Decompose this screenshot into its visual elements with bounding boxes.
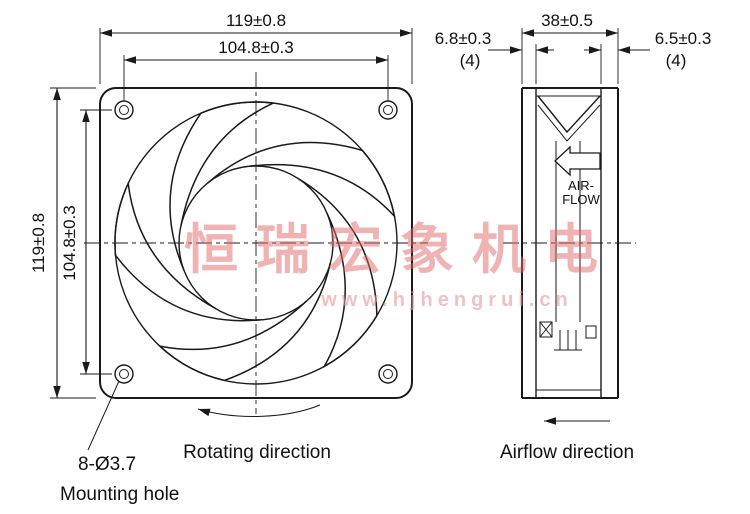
terminal-details	[539, 321, 597, 351]
mounting-hole-bottom-right	[378, 364, 398, 384]
side-dimensions: 38±0.5 6.8±0.3 (4) 6.5±0.3 (4)	[435, 11, 712, 84]
rotation-arrow	[197, 404, 321, 418]
airflow-direction-label: Airflow direction	[500, 442, 634, 463]
dim-flange-left: 6.8±0.3	[435, 29, 492, 48]
watermark-cn-text: 恒瑞宏象机电	[184, 220, 616, 280]
watermark-url-text: www.hjhengrui.cn	[320, 289, 572, 311]
qty-right: (4)	[666, 51, 687, 70]
blade-profile	[537, 95, 601, 134]
dim-height-outer: 119±0.8	[29, 213, 48, 273]
qty-left: (4)	[460, 51, 481, 70]
watermark: 恒瑞宏象机电 www.hjhengrui.cn	[184, 220, 616, 311]
fan-frame	[99, 87, 413, 399]
mounting-hole-leader	[87, 380, 120, 451]
mounting-hole-top-left	[114, 100, 134, 120]
dim-width-outer: 119±0.8	[226, 11, 286, 30]
front-dimensions: 119±0.8 104.8±0.3 119±0.8 104.8±0.3	[29, 11, 413, 399]
dim-width-inner: 104.8±0.3	[218, 38, 294, 57]
dim-flange-right: 6.5±0.3	[655, 29, 712, 48]
rotating-direction-label: Rotating direction	[183, 442, 331, 463]
dim-depth: 38±0.5	[541, 11, 593, 30]
impeller-blades	[114, 101, 396, 382]
airflow-text-1: AIR-	[568, 178, 594, 193]
mounting-hole-bottom-left	[114, 364, 134, 384]
front-view	[84, 72, 428, 414]
airflow-block-arrow-icon	[554, 145, 601, 177]
side-view: AIR- FLOW	[503, 87, 636, 399]
hole-size-label: 8-Ø3.7	[78, 454, 136, 475]
mounting-hole-label: Mounting hole	[60, 484, 179, 505]
annotations: Rotating direction 8-Ø3.7 Mounting hole …	[60, 380, 634, 505]
airflow-text-2: FLOW	[562, 192, 600, 207]
dim-height-inner: 104.8±0.3	[60, 205, 79, 281]
mounting-hole-top-right	[378, 100, 398, 120]
